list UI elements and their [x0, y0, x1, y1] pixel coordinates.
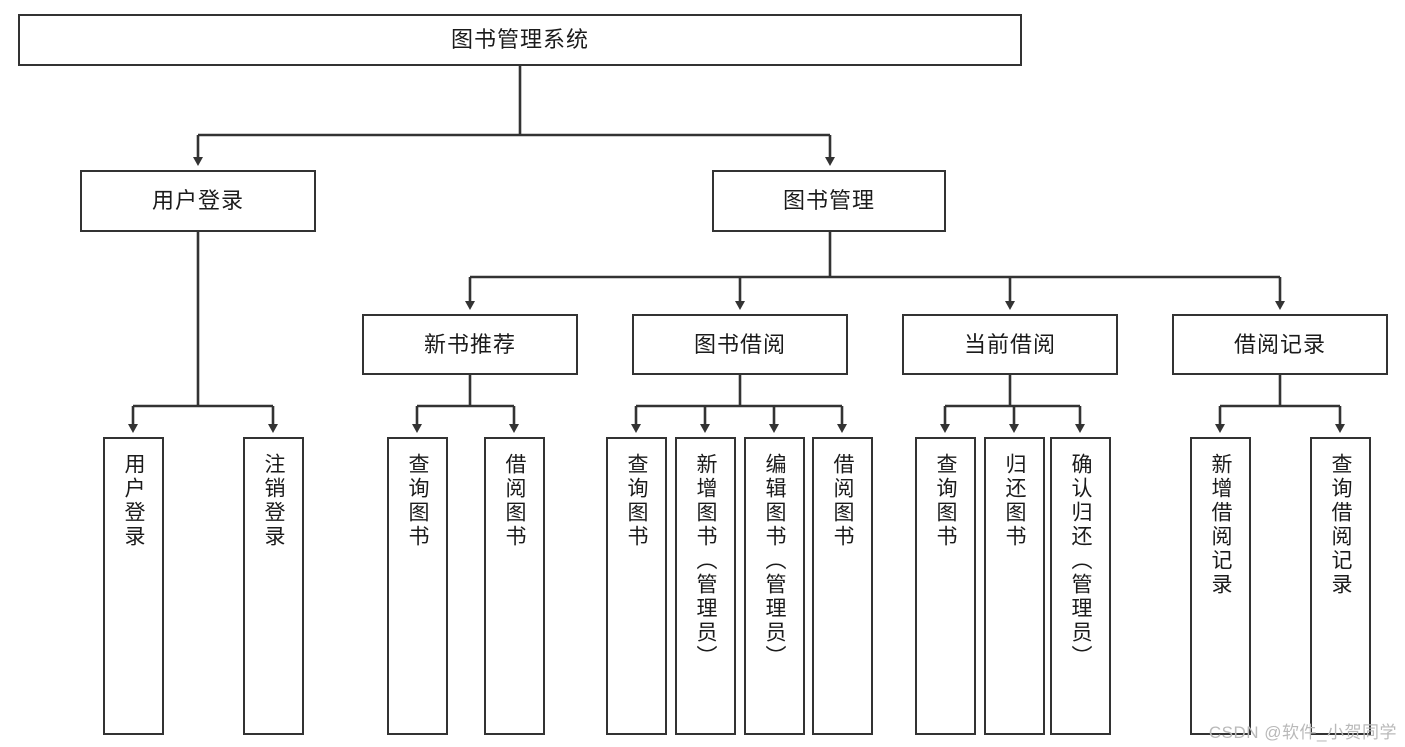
leaf-user-login-label: 用户登录 [122, 453, 145, 549]
leaf-borrow-book[interactable]: 借阅图书 [812, 437, 873, 735]
leaf-confirm-return-admin-label: 确认归还（管理员） [1069, 453, 1092, 669]
node-borrow-records[interactable]: 借阅记录 [1172, 314, 1388, 375]
leaf-query-book-current[interactable]: 查询图书 [915, 437, 976, 735]
edges-user-login-to-leaves [128, 232, 278, 433]
leaf-query-book-borrow-label: 查询图书 [625, 453, 648, 549]
leaf-add-book-admin[interactable]: 新增图书（管理员） [675, 437, 736, 735]
node-root-label: 图书管理系统 [450, 27, 589, 53]
leaf-borrow-book-label: 借阅图书 [831, 453, 854, 549]
leaf-query-book-borrow[interactable]: 查询图书 [606, 437, 667, 735]
node-root[interactable]: 图书管理系统 [18, 14, 1022, 66]
leaf-add-borrow-record-label: 新增借阅记录 [1209, 453, 1232, 597]
leaf-confirm-return-admin[interactable]: 确认归还（管理员） [1050, 437, 1111, 735]
leaf-add-borrow-record[interactable]: 新增借阅记录 [1190, 437, 1251, 735]
leaf-query-book-current-label: 查询图书 [934, 453, 957, 549]
node-book-borrow[interactable]: 图书借阅 [632, 314, 848, 375]
leaf-query-book-recommend[interactable]: 查询图书 [387, 437, 448, 735]
node-book-borrow-label: 图书借阅 [693, 331, 786, 357]
leaf-logout-label: 注销登录 [262, 453, 285, 549]
leaf-edit-book-admin-label: 编辑图书（管理员） [763, 453, 786, 669]
leaf-add-book-admin-label: 新增图书（管理员） [694, 453, 717, 669]
leaf-user-login[interactable]: 用户登录 [103, 437, 164, 735]
leaf-query-borrow-record[interactable]: 查询借阅记录 [1310, 437, 1371, 735]
leaf-edit-book-admin[interactable]: 编辑图书（管理员） [744, 437, 805, 735]
csdn-watermark: CSDN @软件_小贺同学 [1208, 723, 1397, 742]
leaf-return-book[interactable]: 归还图书 [984, 437, 1045, 735]
node-book-management[interactable]: 图书管理 [712, 170, 946, 232]
edges-current-borrow-to-leaves [940, 375, 1085, 433]
node-user-login[interactable]: 用户登录 [80, 170, 316, 232]
leaf-query-book-recommend-label: 查询图书 [406, 453, 429, 549]
node-new-book-recommend[interactable]: 新书推荐 [362, 314, 578, 375]
edges-new-book-to-leaves [412, 375, 519, 433]
edges-book-mgmt-to-level3 [465, 232, 1285, 310]
node-current-borrow-label: 当前借阅 [963, 331, 1056, 357]
node-book-management-label: 图书管理 [782, 188, 875, 214]
edges-borrow-to-leaves [631, 375, 847, 433]
leaf-logout[interactable]: 注销登录 [243, 437, 304, 735]
edges-records-to-leaves [1215, 375, 1345, 433]
leaf-borrow-book-recommend-label: 借阅图书 [503, 453, 526, 549]
edges-root-to-level2 [193, 66, 835, 166]
node-new-book-recommend-label: 新书推荐 [423, 331, 516, 357]
leaf-return-book-label: 归还图书 [1003, 453, 1026, 549]
node-user-login-label: 用户登录 [151, 188, 244, 214]
leaf-borrow-book-recommend[interactable]: 借阅图书 [484, 437, 545, 735]
node-borrow-records-label: 借阅记录 [1233, 331, 1326, 357]
leaf-query-borrow-record-label: 查询借阅记录 [1329, 453, 1352, 597]
node-current-borrow[interactable]: 当前借阅 [902, 314, 1118, 375]
